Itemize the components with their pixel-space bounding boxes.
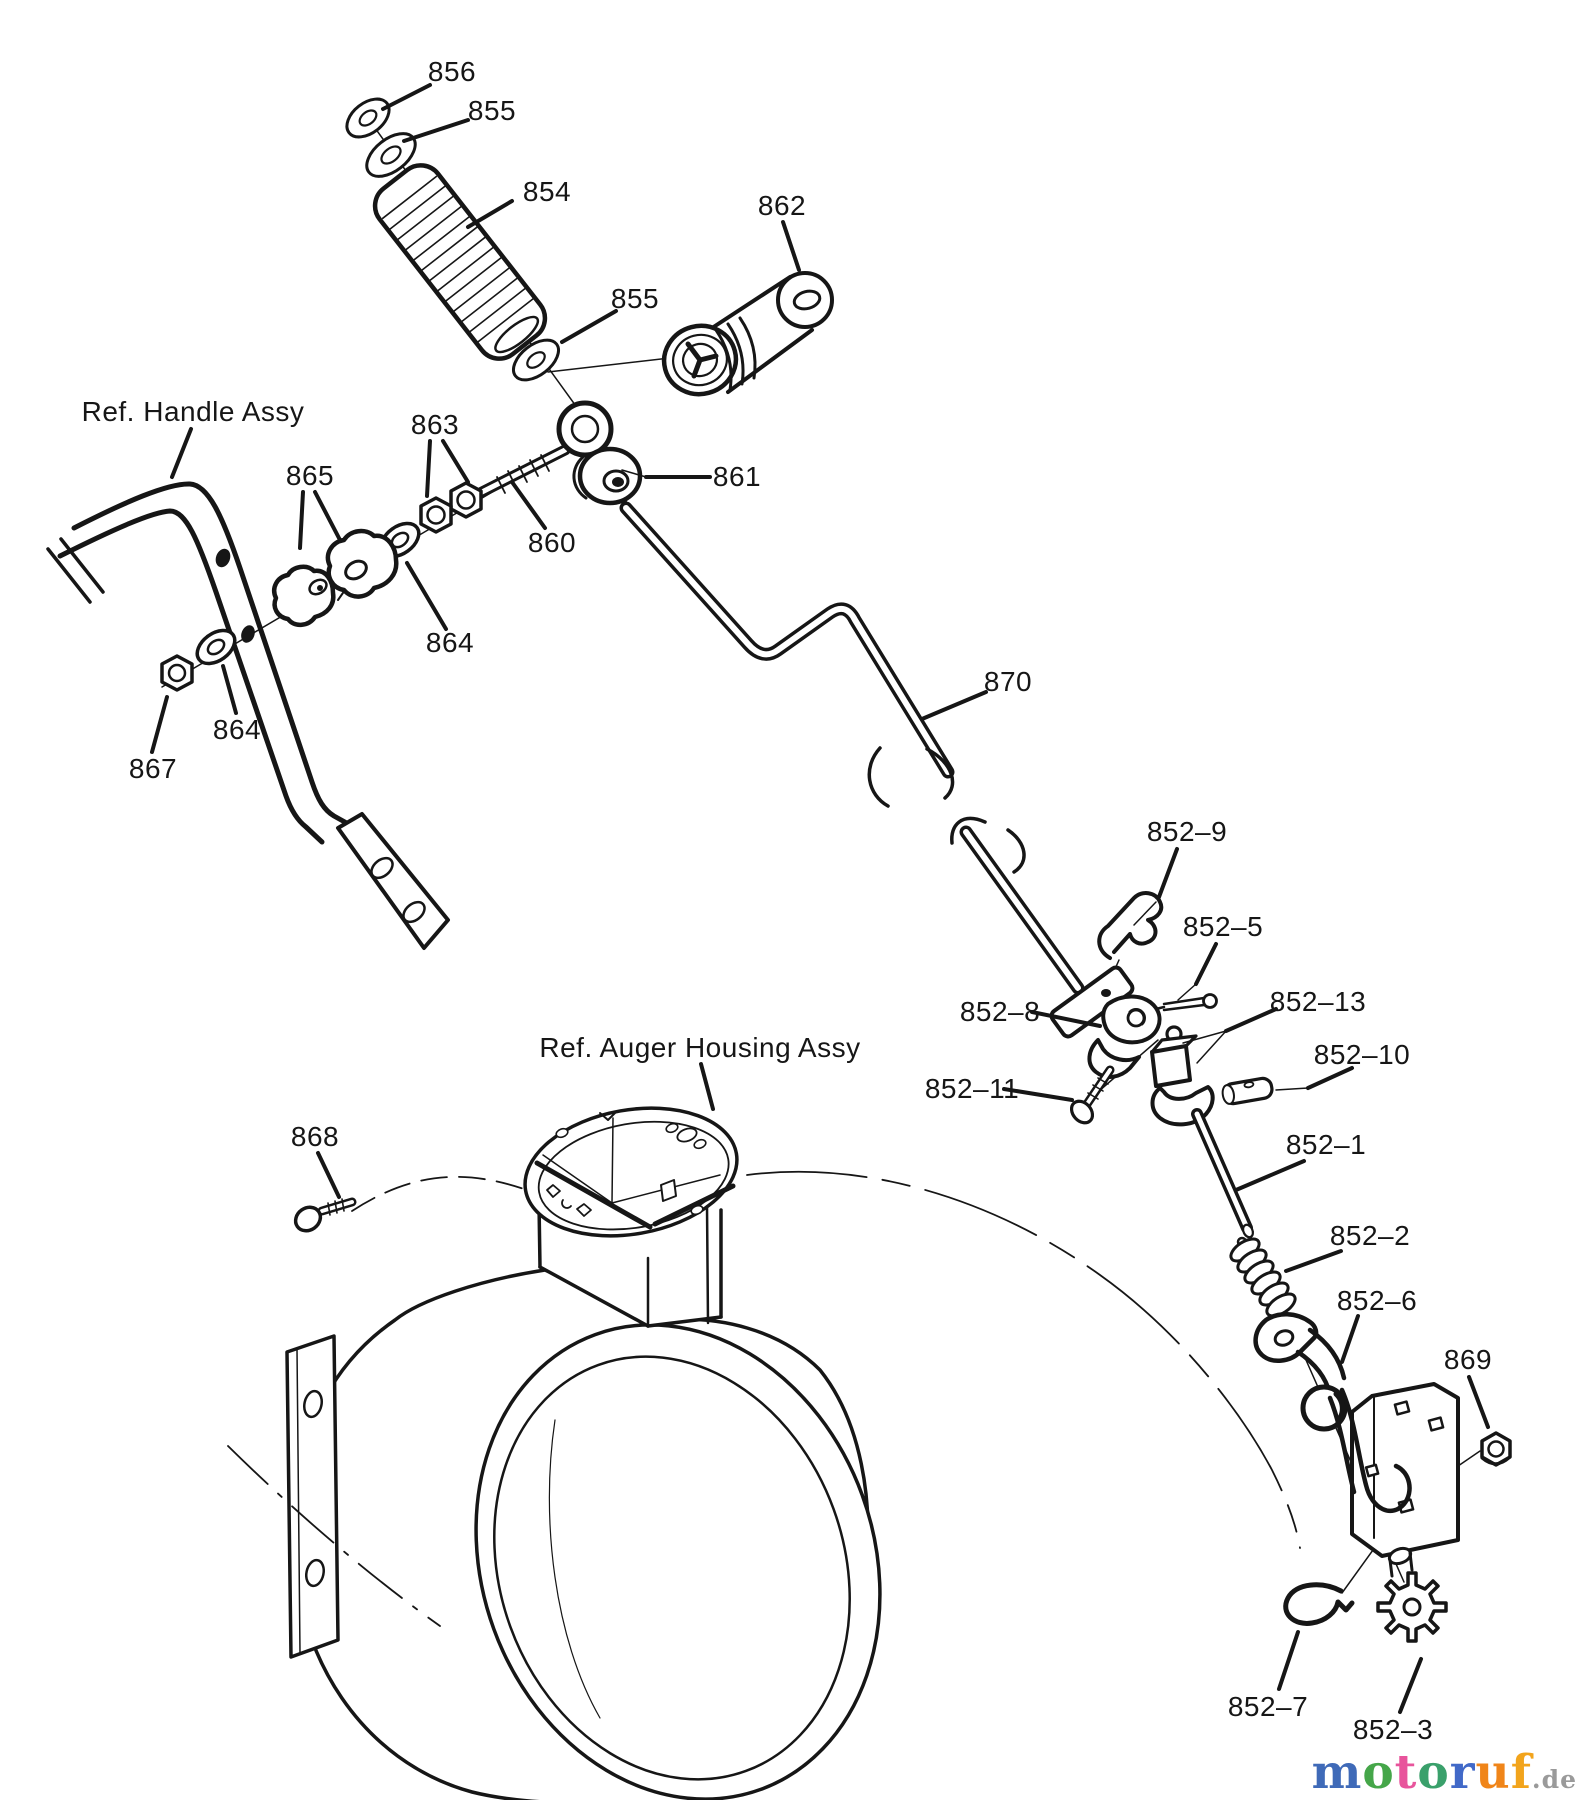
- label-pointer-lines: [150, 83, 1490, 1714]
- dashed-guide-arc-bottom: [227, 1445, 441, 1627]
- bushing-865-outer: [325, 528, 399, 601]
- part-label-852-5: 852–5: [1182, 911, 1264, 942]
- part-label-852-3: 852–3: [1352, 1714, 1434, 1745]
- logo-letter: m: [1311, 1745, 1363, 1800]
- eye-bolt-860: [476, 400, 614, 498]
- part-label-852-6: 852–6: [1336, 1285, 1418, 1316]
- logo-letter: o: [1362, 1745, 1395, 1800]
- handle-tube: [46, 481, 450, 950]
- part-label-869: 869: [1443, 1344, 1493, 1375]
- logo-letter: t: [1394, 1745, 1418, 1800]
- logo-letter: f: [1510, 1745, 1532, 1800]
- ref-label-handle-assy: Ref. Handle Assy: [81, 396, 305, 427]
- part-label-852-10: 852–10: [1313, 1039, 1411, 1070]
- yoke-852-8: [1087, 994, 1162, 1079]
- part-label-867: 867: [128, 753, 178, 784]
- clip-852-7: [1283, 1582, 1355, 1626]
- clevis-852-1: [1150, 1085, 1255, 1239]
- part-label-852-2: 852–2: [1329, 1220, 1411, 1251]
- part-label-868: 868: [290, 1121, 340, 1152]
- washer-856: [345, 97, 391, 139]
- label-thin-leader-lines: [621, 469, 1309, 1091]
- socket-862: [661, 271, 834, 397]
- washer-864-left: [195, 628, 237, 666]
- spring-852-2: [1229, 1236, 1297, 1318]
- dashed-guide-curve-left: [351, 1176, 539, 1212]
- pin-852-10: [1221, 1076, 1274, 1106]
- grommet-861: [572, 446, 643, 506]
- bolt-868: [293, 1197, 357, 1233]
- logo-letter: r: [1449, 1745, 1476, 1800]
- part-label-860: 860: [527, 527, 577, 558]
- part-label-852-8: 852–8: [959, 996, 1041, 1027]
- nut-867: [160, 654, 194, 692]
- auger-housing: [285, 1106, 882, 1800]
- screw-852-11: [1069, 1065, 1115, 1125]
- part-label-870: 870: [983, 666, 1033, 697]
- nut-869: [1480, 1431, 1512, 1467]
- part-label-855-bottom: 855: [610, 283, 660, 314]
- part-label-852-7: 852–7: [1227, 1691, 1309, 1722]
- part-label-865: 865: [285, 460, 335, 491]
- gear-852-3: [1376, 1546, 1448, 1643]
- watermark-logo: motoruf.de: [1312, 1749, 1577, 1796]
- logo-letter: u: [1475, 1745, 1511, 1800]
- ref-label-auger-housing-assy: Ref. Auger Housing Assy: [539, 1032, 861, 1063]
- part-label-864-right: 864: [425, 627, 475, 658]
- part-label-854: 854: [522, 176, 572, 207]
- logo-suffix: .de: [1531, 1765, 1577, 1794]
- part-label-855-top: 855: [467, 95, 517, 126]
- part-label-862: 862: [757, 190, 807, 221]
- part-label-863: 863: [410, 409, 460, 440]
- part-label-852-9: 852–9: [1146, 816, 1228, 847]
- part-label-852-13: 852–13: [1269, 986, 1367, 1017]
- logo-letter: o: [1417, 1745, 1450, 1800]
- nut-863-pair: [419, 481, 483, 534]
- part-label-852-1: 852–1: [1285, 1129, 1367, 1160]
- part-label-852-11: 852–11: [924, 1073, 1020, 1104]
- part-label-864-left: 864: [212, 714, 262, 745]
- grip-854: [372, 163, 548, 361]
- clip-852-9: [1097, 891, 1164, 960]
- bracket-852-6: [1253, 1312, 1412, 1514]
- rod-870: [619, 501, 1085, 995]
- joint-block-852-13: [1150, 1025, 1198, 1088]
- washer-855-bottom: [512, 338, 560, 382]
- part-label-861: 861: [712, 461, 762, 492]
- part-label-856: 856: [427, 56, 477, 87]
- cotter-pin-852-5: [1154, 993, 1218, 1012]
- bushing-865-inner: [271, 564, 336, 627]
- dashed-guide-arc-right: [746, 1170, 1301, 1549]
